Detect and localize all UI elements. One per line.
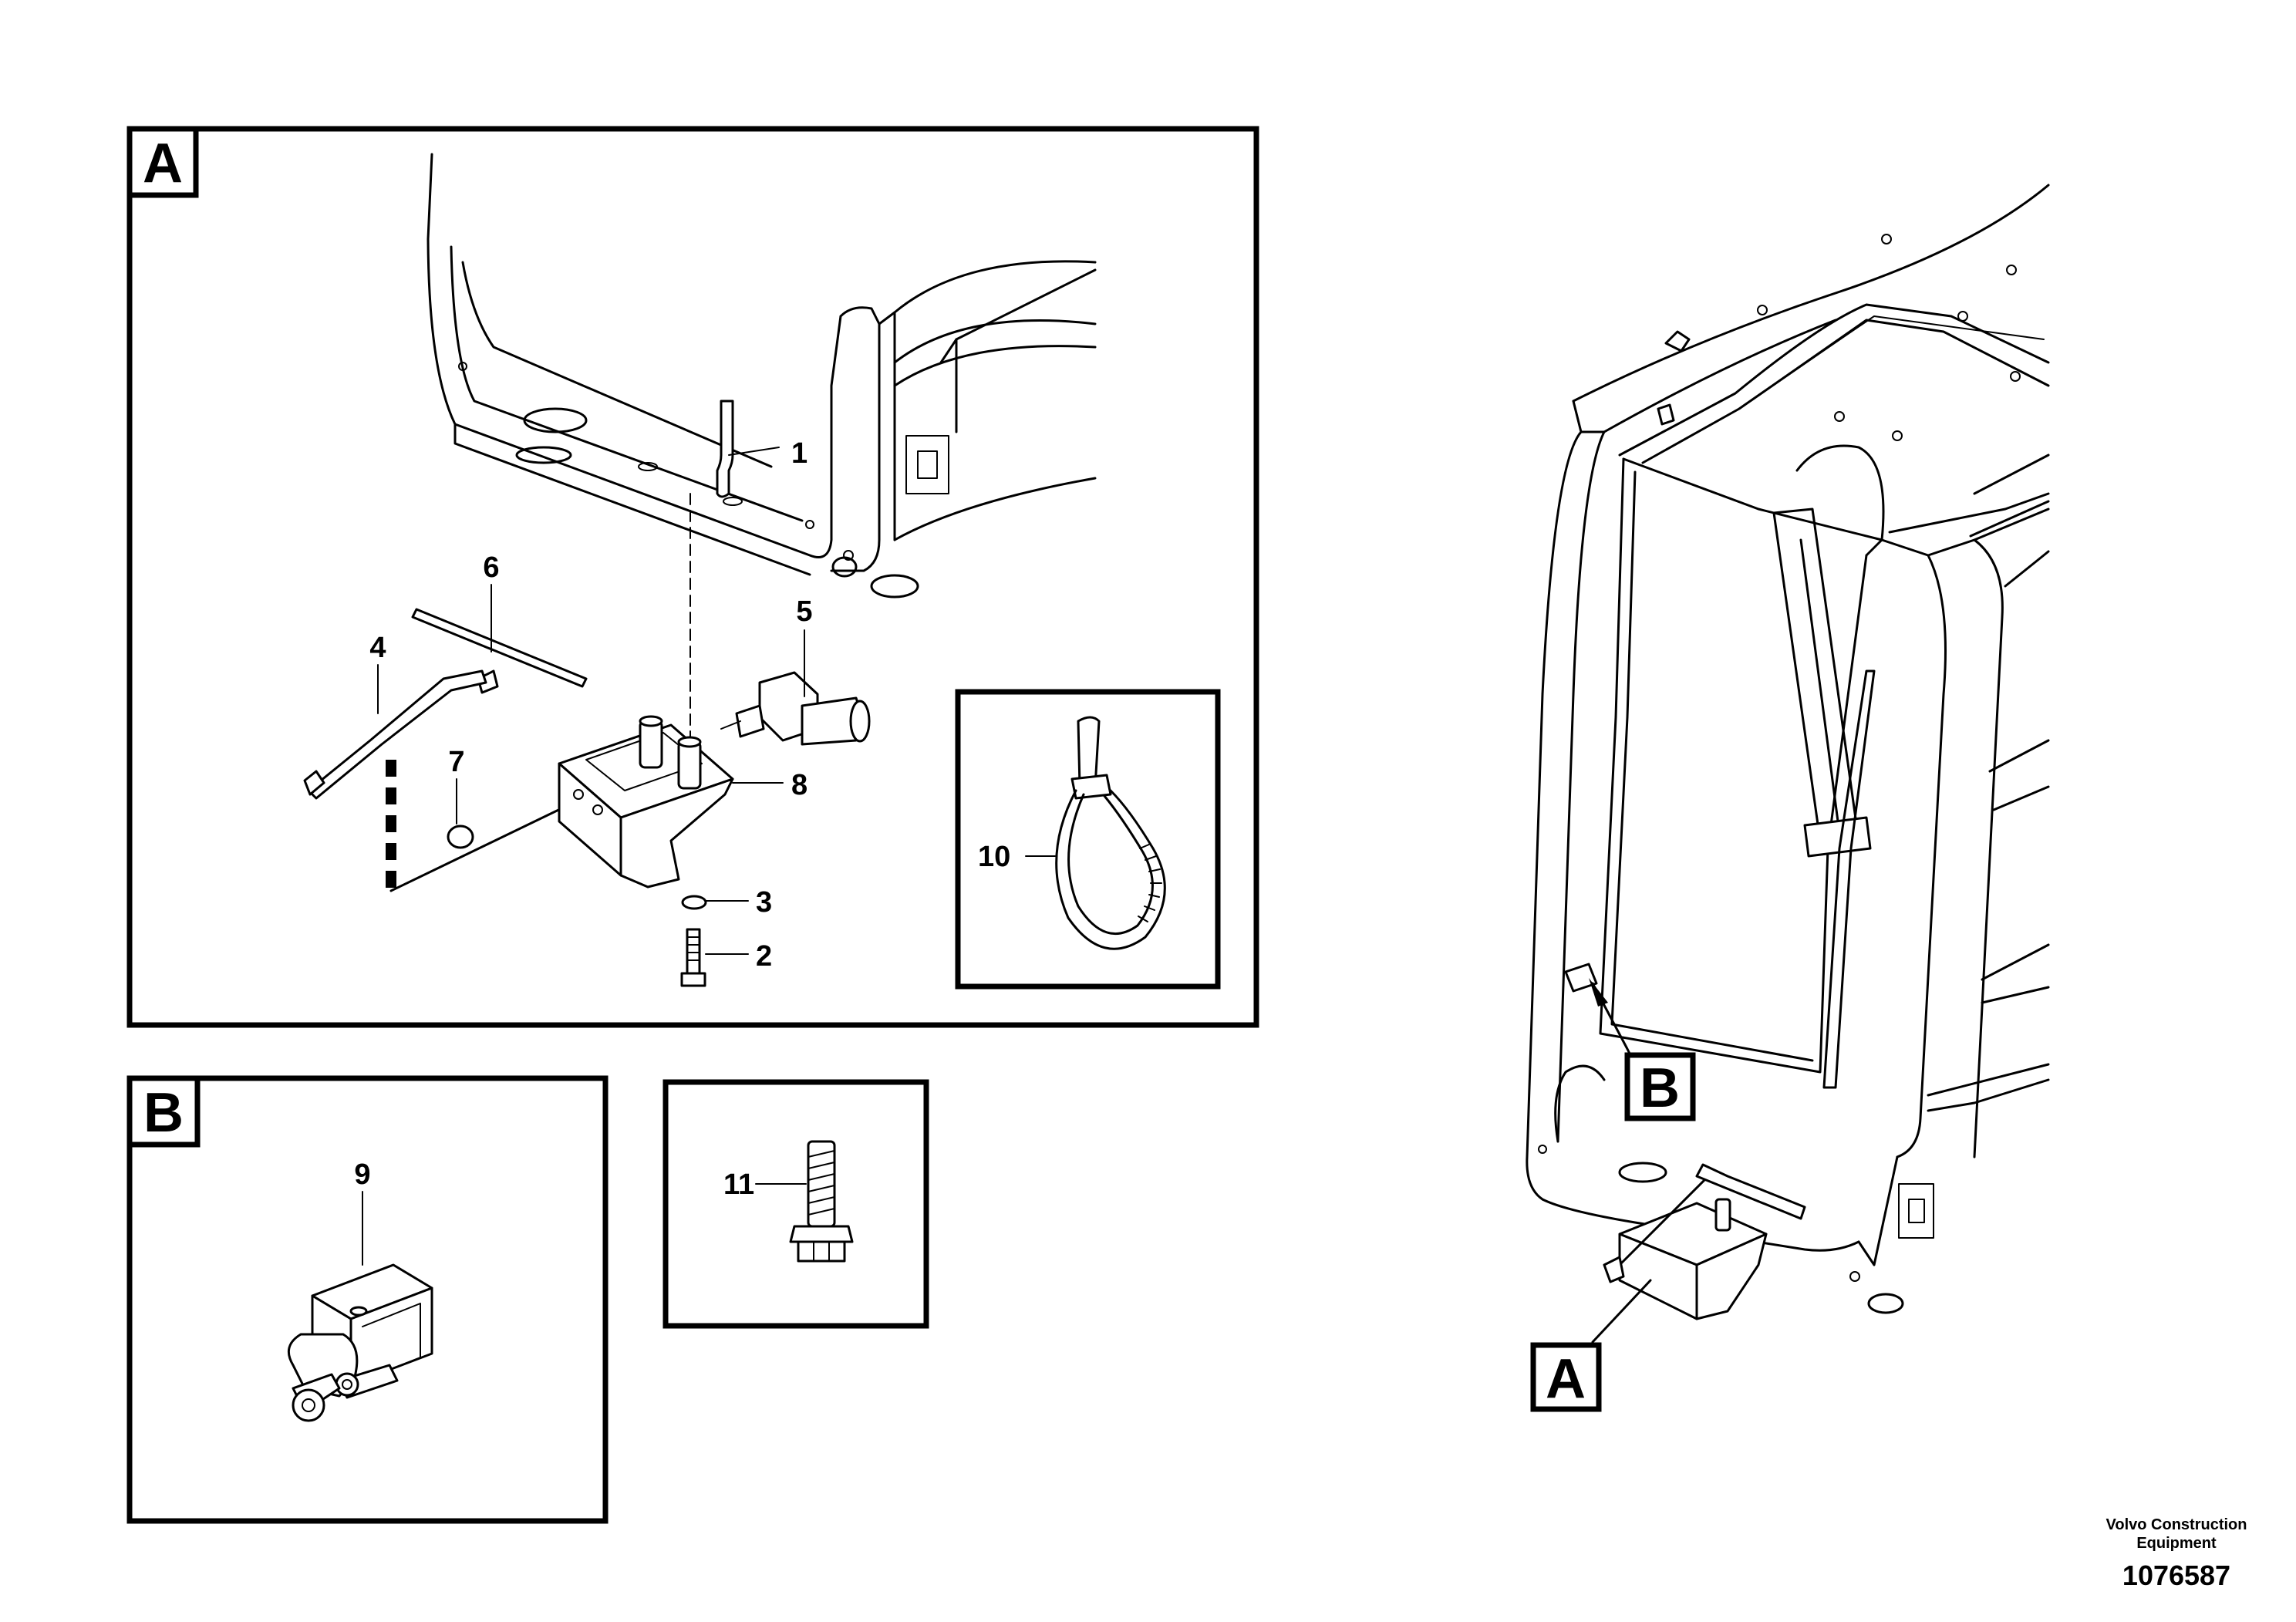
part-9-sensor-bracket (287, 1263, 433, 1422)
part-label-1: 1 (791, 437, 807, 470)
part-label-9: 9 (354, 1158, 370, 1191)
drawing-number: 1076587 (2122, 1560, 2230, 1591)
title-block: Volvo Construction Equipment 1076587 (2106, 1516, 2247, 1591)
overview-sensor (1564, 963, 1598, 993)
cab-latch-box (905, 435, 949, 494)
part-6-wiper-blade (411, 608, 588, 688)
part-label-6: 6 (483, 551, 499, 584)
inset-bolt: 11 (663, 1079, 929, 1329)
company-name-line2: Equipment (2136, 1535, 2217, 1552)
part-5-wiper-motor (720, 671, 871, 746)
part-11-flange-bolt (789, 1140, 854, 1263)
part-label-7: 7 (448, 746, 464, 778)
detail-a-frame (126, 126, 1259, 1028)
part-label-8: 8 (791, 769, 807, 801)
company-name-line1: Volvo Construction (2106, 1516, 2247, 1533)
part-label-2: 2 (756, 940, 772, 973)
overview-latch (1898, 1183, 1934, 1239)
part-label-4: 4 (369, 632, 386, 664)
cab-overview: B A (1526, 184, 2050, 1412)
detail-a-letter-box (126, 126, 199, 198)
detail-b-letter-box (126, 1075, 201, 1148)
inset-bolt-frame (663, 1079, 929, 1329)
callout-b-box (1624, 1052, 1696, 1121)
detail-view-b: B 9 (126, 1075, 609, 1524)
part-2-bolt (680, 928, 706, 987)
part-label-11: 11 (723, 1168, 754, 1201)
part-1-bracket (716, 400, 734, 498)
detail-b-letter: B (143, 1082, 184, 1144)
detail-a-letter: A (143, 133, 183, 194)
part-label-3: 3 (756, 886, 772, 919)
overview-motor-assembly (1603, 1163, 1806, 1320)
inset-cable-tie (955, 689, 1221, 990)
detail-view-a: A (126, 126, 1259, 1028)
overview-wiper-arm (1772, 508, 1860, 842)
callout-b-letter: B (1640, 1057, 1680, 1119)
part-4-wiper-arm (307, 669, 487, 800)
callout-a-box (1530, 1342, 1602, 1412)
overview-wiper-blade (1822, 669, 1876, 1089)
part-label-5: 5 (796, 595, 812, 628)
part-7-nut (447, 824, 474, 849)
part-8-motor-bracket (558, 715, 734, 889)
part-3-washer (681, 895, 707, 910)
part-10-cable-tie (1055, 716, 1166, 950)
cab-front-fragment (426, 153, 1097, 599)
part-label-10: 10 (978, 841, 1010, 873)
detail-b-frame (126, 1075, 609, 1524)
callout-a-letter: A (1546, 1348, 1586, 1410)
